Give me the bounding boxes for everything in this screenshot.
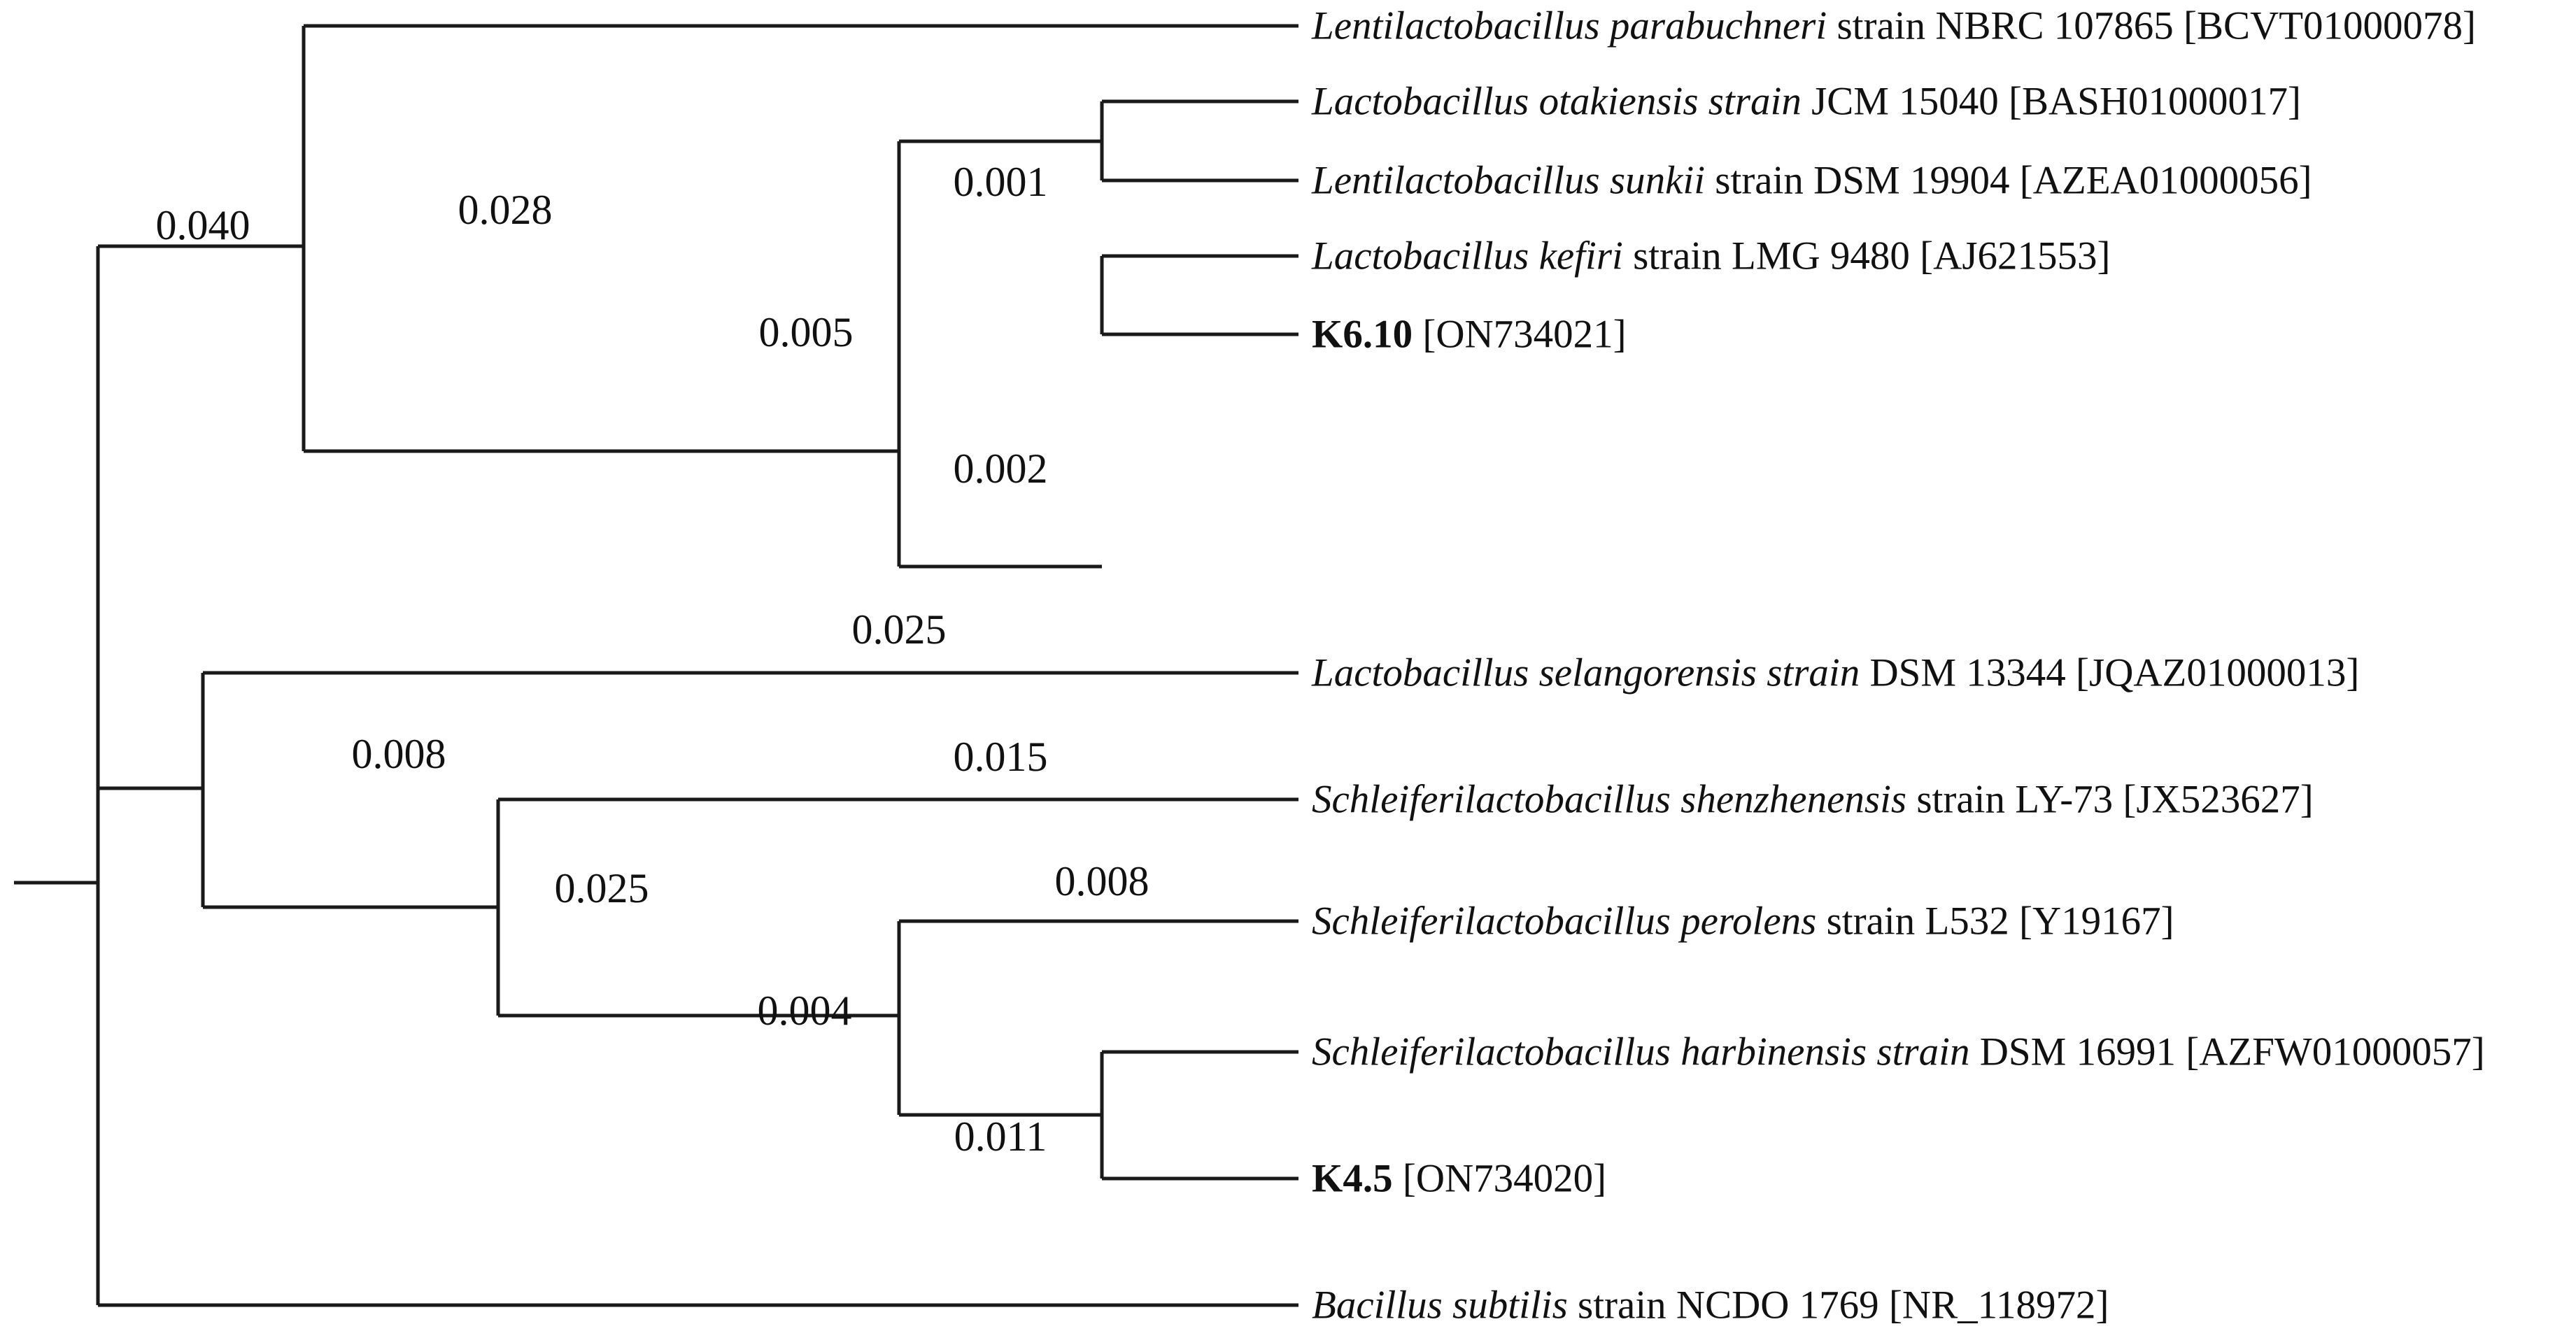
tip-bsubtilis: Bacillus subtilis strain NCDO 1769 [NR_1… (1312, 1286, 2109, 1325)
tip-kefiri-part: Lactobacillus kefiri (1312, 234, 1623, 278)
tip-shenzhenensis: Schleiferilactobacillus shenzhenensis st… (1312, 780, 2314, 820)
tip-k45-part: K4.5 (1312, 1156, 1393, 1201)
tip-parabuchneri-part: strain NBRC 107865 [BCVT01000078] (1827, 3, 2477, 48)
tip-harbinensis-part: Schleiferilactobacillus harbinensis stra… (1312, 1030, 1970, 1074)
branch-length-b-otakiensis-sunkii: 0.001 (953, 159, 1048, 205)
tip-kefiri-part: strain LMG 9480 [AJ621553] (1622, 234, 2111, 278)
branch-length-b-kefiri-k610: 0.002 (953, 446, 1048, 492)
tip-parabuchneri: Lentilactobacillus parabuchneri strain N… (1312, 6, 2476, 46)
tip-selangorensis: Lactobacillus selangorensis strain DSM 1… (1312, 653, 2359, 693)
tip-otakiensis-part: JCM 15040 [BASH01000017] (1801, 79, 2301, 124)
tip-perolens: Schleiferilactobacillus perolens strain … (1312, 902, 2174, 941)
tip-sunkii-part: Lentilactobacillus sunkii (1312, 158, 1706, 203)
branch-length-b-harbinensis-k45: 0.011 (954, 1113, 1047, 1160)
tip-shenzhenensis-part: Schleiferilactobacillus shenzhenensis (1312, 777, 1907, 822)
tip-selangorensis-part: Lactobacillus selangorensis strain (1312, 650, 1860, 695)
tip-kefiri: Lactobacillus kefiri strain LMG 9480 [AJ… (1312, 236, 2110, 276)
tip-k45-part: [ON734020] (1392, 1156, 1607, 1201)
tip-bsubtilis-part: strain NCDO 1769 [NR_118972] (1567, 1283, 2109, 1328)
tip-parabuchneri-part: Lentilactobacillus parabuchneri (1312, 3, 1827, 48)
tip-perolens-part: Schleiferilactobacillus perolens (1312, 899, 1817, 944)
branch-length-b-lacto-core: 0.005 (758, 309, 854, 355)
tip-sunkii: Lentilactobacillus sunkii strain DSM 199… (1312, 161, 2312, 201)
branch-length-b-upper-clade: 0.028 (458, 187, 553, 233)
tip-selangorensis-part: DSM 13344 [JQAZ01000013] (1860, 650, 2360, 695)
branch-length-b-schleiferi-clade: 0.025 (554, 865, 649, 911)
branch-length-b-shenzhenensis: 0.015 (953, 734, 1048, 780)
tip-k610: K6.10 [ON734021] (1312, 315, 1627, 355)
tip-harbinensis-part: DSM 16991 [AZFW01000057] (1969, 1030, 2485, 1074)
branch-length-b-perolens-group: 0.004 (757, 988, 852, 1034)
tip-bsubtilis-part: Bacillus subtilis (1312, 1283, 1568, 1328)
tip-k45: K4.5 [ON734020] (1312, 1159, 1606, 1199)
branch-length-b-root-clade: 0.040 (155, 202, 250, 248)
tip-k610-part: K6.10 (1312, 312, 1413, 357)
tip-k610-part: [ON734021] (1413, 312, 1627, 357)
tip-harbinensis: Schleiferilactobacillus harbinensis stra… (1312, 1032, 2485, 1072)
tip-perolens-part: strain L532 [Y19167] (1816, 899, 2174, 944)
tip-otakiensis: Lactobacillus otakiensis strain JCM 1504… (1312, 82, 2301, 122)
tip-shenzhenensis-part: strain LY-73 [JX523627] (1906, 777, 2314, 822)
branch-length-b-lower-clade: 0.008 (351, 731, 446, 777)
tip-sunkii-part: strain DSM 19904 [AZEA01000056] (1705, 158, 2312, 203)
branch-length-b-selangorensis: 0.025 (851, 606, 947, 653)
tip-otakiensis-part: Lactobacillus otakiensis strain (1312, 79, 1802, 124)
branch-length-b-perolens: 0.008 (1054, 858, 1149, 904)
